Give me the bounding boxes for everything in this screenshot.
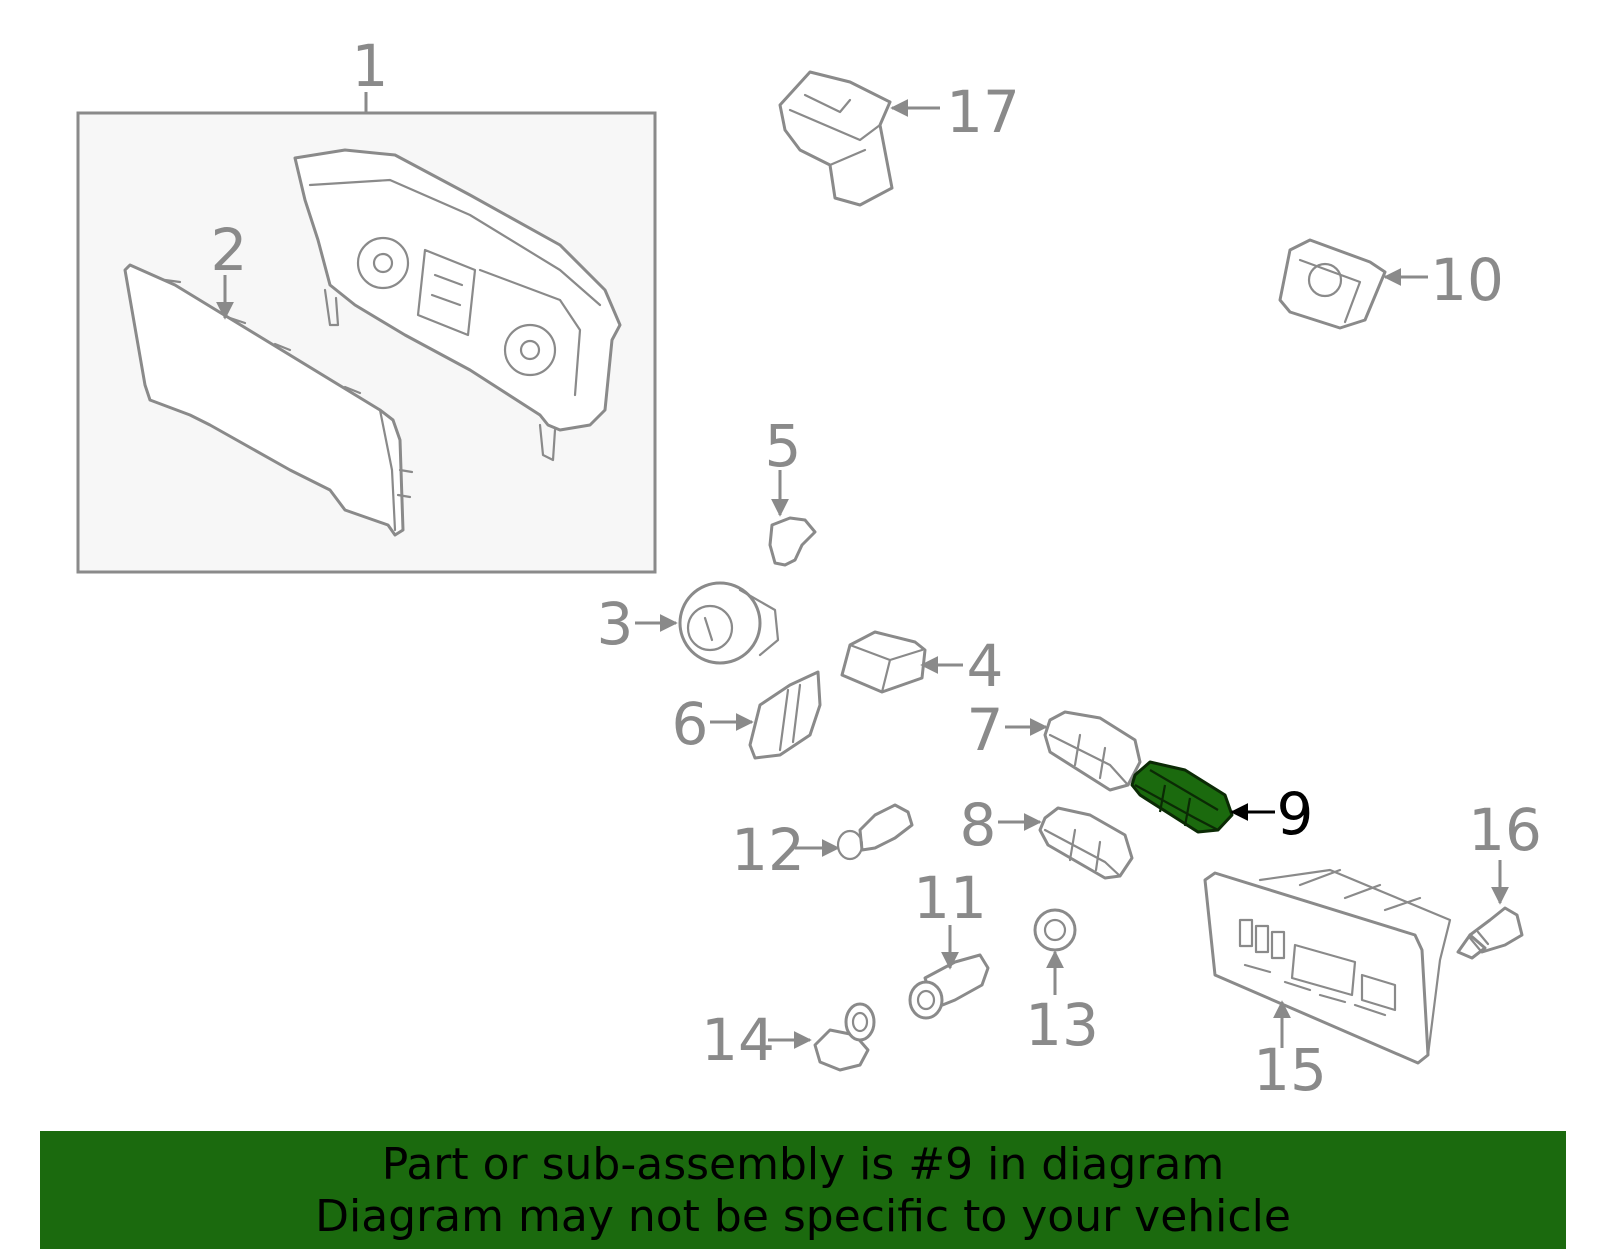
part-15-climate-control	[1203, 868, 1452, 1065]
callout-8: 8	[960, 791, 997, 859]
callout-2: 2	[211, 216, 248, 284]
banner-line-1: Part or sub-assembly is #9 in diagram	[381, 1139, 1225, 1190]
part-11-socket	[908, 953, 990, 1020]
callout-17: 17	[946, 78, 1020, 146]
callout-12: 12	[731, 816, 805, 884]
part-16-screw	[1456, 906, 1524, 960]
part-6-switch	[748, 670, 822, 760]
callout-10: 10	[1430, 246, 1504, 314]
part-1-instrument-cluster	[293, 148, 622, 462]
callout-6: 6	[672, 690, 709, 758]
callout-14: 14	[701, 1006, 775, 1074]
part-12-bulb	[836, 803, 914, 861]
part-5-clip	[768, 516, 817, 567]
part-2-cluster-lens	[123, 263, 414, 537]
part-17-switch	[778, 70, 894, 207]
callout-7: 7	[967, 696, 1004, 764]
part-14-cap	[813, 1002, 876, 1072]
callout-15: 15	[1253, 1036, 1327, 1104]
callout-16: 16	[1468, 796, 1542, 864]
part-8-switch-panel	[1038, 806, 1134, 880]
callout-13: 13	[1025, 991, 1099, 1059]
callout-1: 1	[352, 32, 389, 100]
banner-line-2: Diagram may not be specific to your vehi…	[315, 1191, 1291, 1242]
part-7-switch-panel	[1043, 710, 1142, 792]
info-banner: Part or sub-assembly is #9 in diagram Di…	[40, 1131, 1566, 1249]
callout-4: 4	[967, 632, 1004, 700]
part-3-headlamp-switch	[678, 581, 780, 665]
callout-5: 5	[765, 412, 802, 480]
part-10-knob-housing	[1278, 238, 1387, 330]
part-9-switch-panel-highlighted	[1130, 760, 1234, 834]
part-4-connector	[840, 630, 927, 694]
part-13-grommet	[1033, 908, 1077, 952]
callout-9: 9	[1277, 780, 1314, 848]
callout-3: 3	[597, 590, 634, 658]
callout-11: 11	[913, 864, 987, 932]
